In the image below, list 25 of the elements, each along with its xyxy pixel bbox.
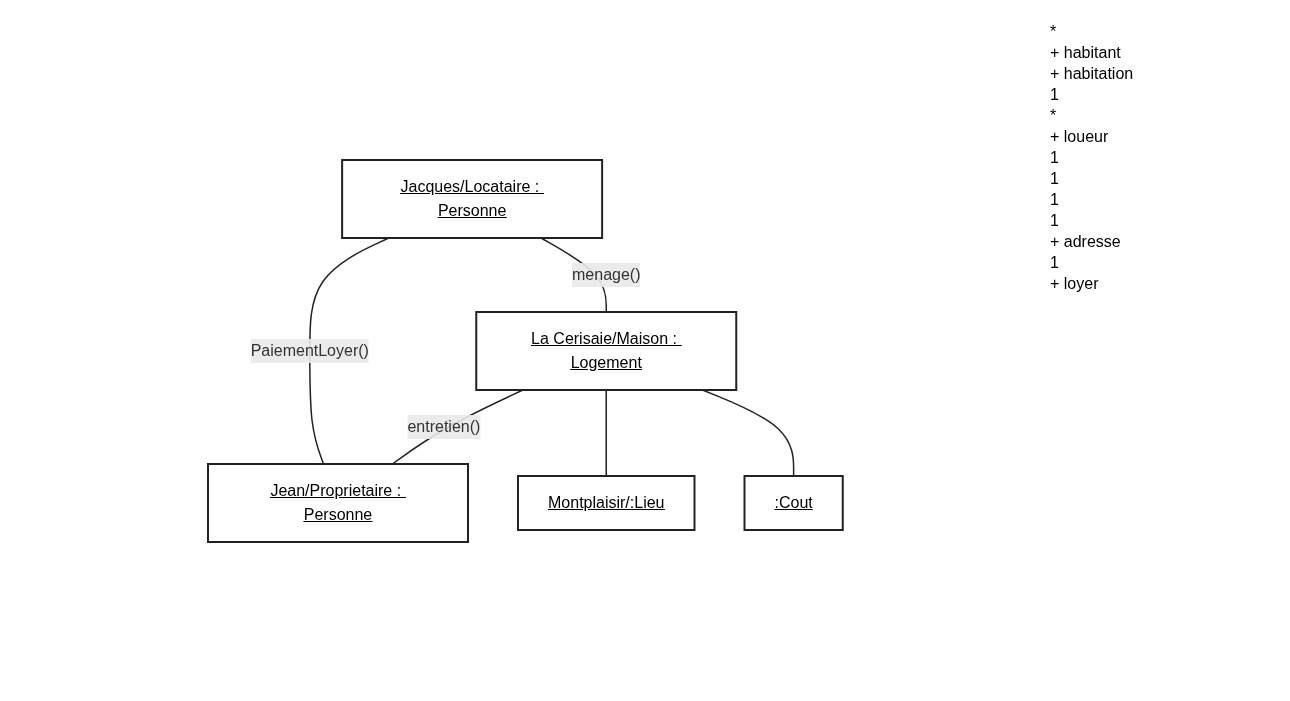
role-label: 1 <box>1050 254 1060 272</box>
node-box: Montplaisir/:Lieu <box>516 474 696 531</box>
role-label: * <box>1050 23 1058 41</box>
role-label: 1 <box>1050 170 1060 188</box>
edge-label: PaiementLoyer() <box>250 341 369 359</box>
role-label: + loueur <box>1050 128 1110 146</box>
edge-label: entretien() <box>407 417 480 435</box>
role-label: 1 <box>1050 212 1060 230</box>
connector <box>308 236 390 465</box>
role-label: 1 <box>1050 86 1060 104</box>
node-box: Jacques/Locataire : Personne <box>340 158 603 239</box>
node-box: La Cerisaie/Maison : Logement <box>474 310 737 391</box>
connector <box>701 388 794 477</box>
role-label: + loyer <box>1050 275 1100 293</box>
node-box: Jean/Proprietaire : Personne <box>206 462 469 543</box>
connector <box>391 388 524 465</box>
edge-label: menage() <box>571 265 641 283</box>
role-label: + adresse <box>1050 233 1122 251</box>
role-label: + habitant <box>1050 44 1122 62</box>
role-label: * <box>1050 107 1058 125</box>
role-label: 1 <box>1050 149 1060 167</box>
role-label: + habitation <box>1050 65 1135 83</box>
node-box: :Cout <box>743 474 844 531</box>
connector <box>605 388 607 477</box>
role-label: 1 <box>1050 191 1060 209</box>
